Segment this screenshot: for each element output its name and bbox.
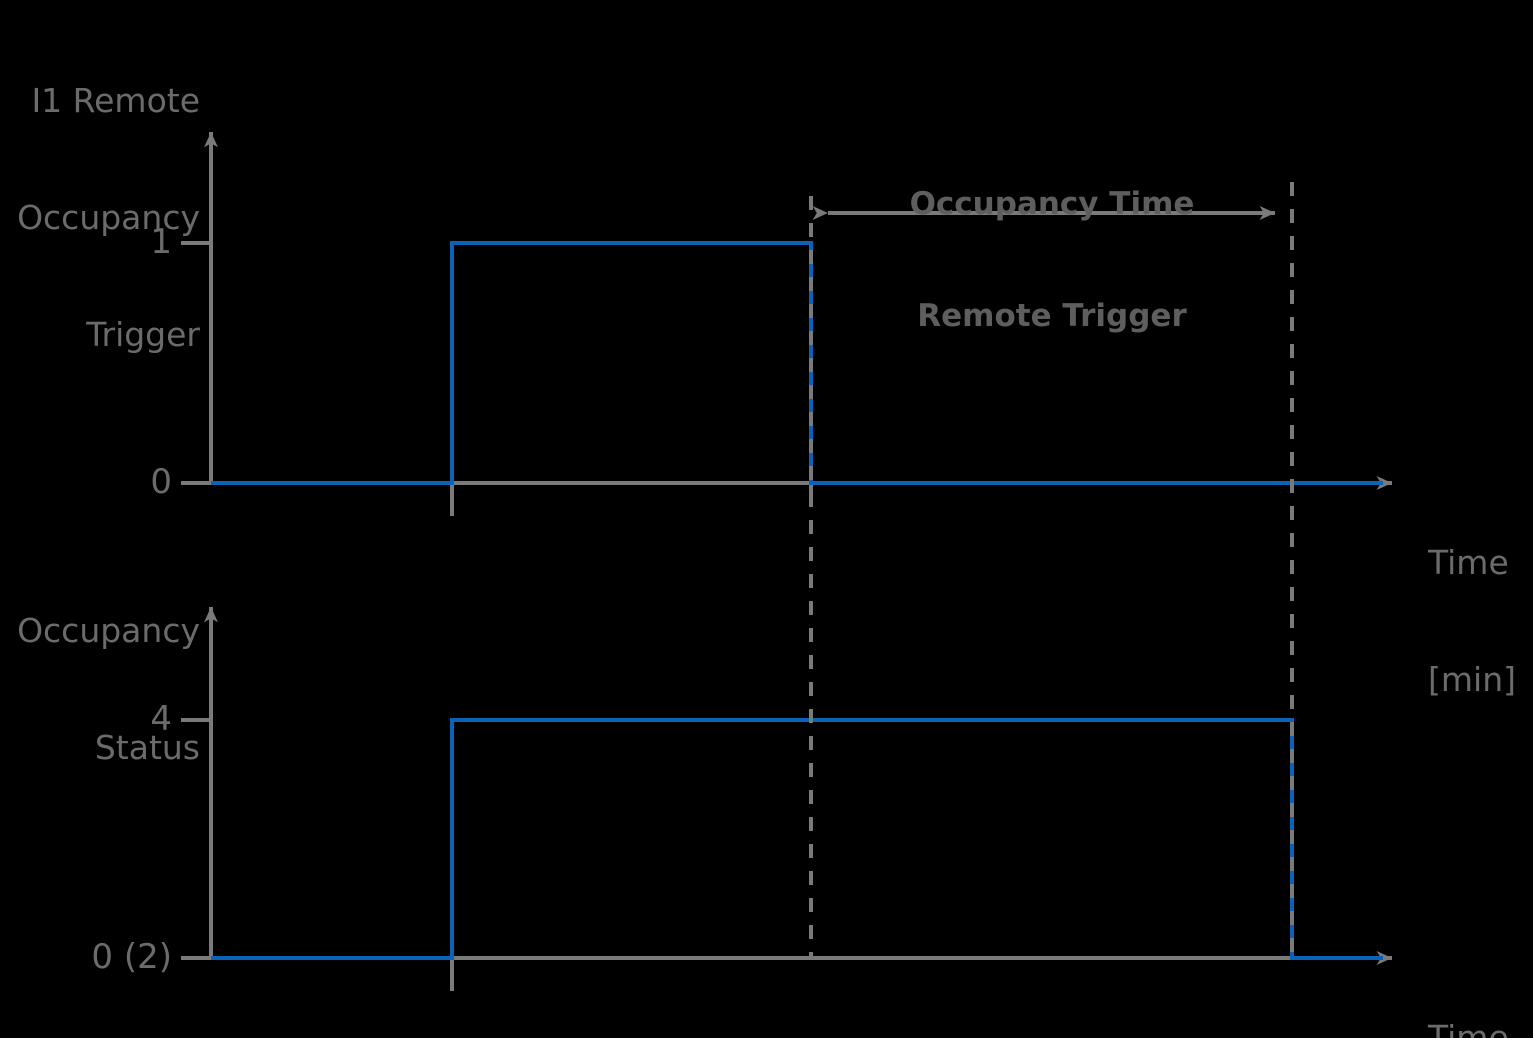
x-axis-label-trigger-line1: Time (1428, 542, 1509, 582)
x-axis-label-trigger-line2: [min] (1428, 659, 1516, 699)
y-tick-label-status-4: 4 (150, 699, 172, 739)
signal-label-trigger-line1: I1 Remote (31, 80, 200, 120)
occupancy-time-annotation-line2: Remote Trigger (917, 297, 1187, 334)
signal-label-status-line2: Status (94, 727, 200, 767)
signal-label-status-line1: Occupancy (17, 610, 200, 650)
y-tick-label-status-0: 0 (2) (91, 937, 172, 977)
x-axis-label-status: Time [min] (1428, 941, 1533, 1038)
occupancy-time-annotation: Occupancy Time Remote Trigger (830, 112, 1274, 410)
signal-label-trigger: I1 Remote Occupancy Trigger (0, 4, 200, 432)
x-axis-label-status-line1: Time (1428, 1017, 1509, 1038)
signal-status-waveform (211, 718, 1383, 960)
chart-status-axes (181, 606, 1393, 991)
occupancy-time-annotation-line1: Occupancy Time (909, 186, 1195, 223)
x-axis-label-trigger: Time [min] (1428, 466, 1533, 778)
y-tick-label-trigger-0: 0 (150, 462, 172, 502)
signal-label-trigger-line2: Occupancy (17, 197, 200, 237)
signal-label-status: Occupancy Status (0, 534, 200, 846)
signal-trigger-waveform (211, 241, 1383, 485)
signal-label-trigger-line3: Trigger (86, 314, 200, 354)
y-tick-label-trigger-1: 1 (150, 222, 172, 262)
